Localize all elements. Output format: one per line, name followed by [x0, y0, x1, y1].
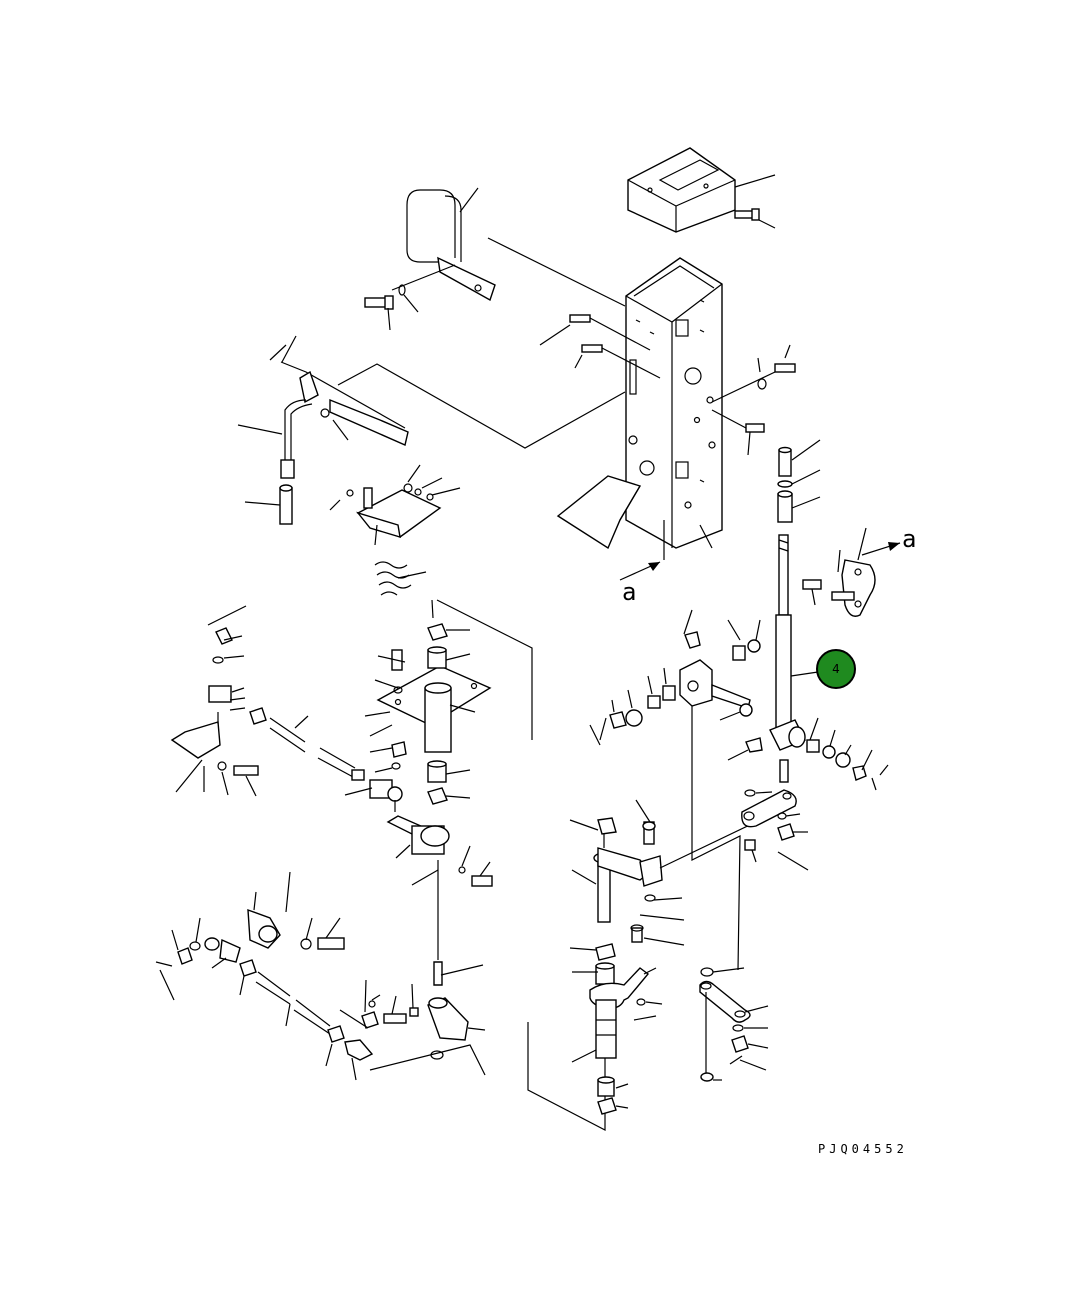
shaft-bushings: [777, 439, 821, 523]
bolt: [734, 208, 776, 229]
lower-center-bracket: [369, 997, 486, 1076]
yoke-block: [679, 609, 763, 780]
center-plate-assembly: [364, 599, 492, 805]
section-label-a: a: [902, 525, 916, 553]
lower-right-crank: [699, 967, 769, 1082]
bolt: [364, 264, 456, 331]
left-lower-rod: [155, 917, 374, 1081]
highlighted-part-callout[interactable]: 4: [790, 649, 856, 689]
washer-stack-mid: [589, 667, 676, 746]
upper-right-crank: [741, 789, 809, 871]
left-lower-clevis: [247, 871, 345, 950]
section-label-a: a: [622, 578, 636, 606]
shaft-cross-tube: [769, 719, 806, 751]
pedal-bracket: [329, 464, 461, 546]
lower-lever-pin: [630, 924, 644, 943]
main-column-frame: [625, 257, 723, 549]
callout-marker[interactable]: [816, 649, 856, 689]
pedal-linkage: [237, 335, 626, 525]
lower-center-shaft: [569, 799, 771, 946]
grab-handle: [406, 187, 496, 302]
return-spring: [374, 561, 427, 596]
left-upper-rod: [170, 605, 365, 797]
mounting-flange: [802, 527, 876, 617]
callout-number: 4: [832, 662, 840, 676]
center-lever-arm: [344, 779, 493, 986]
column-bolts: [539, 314, 796, 456]
section-arrow-a-right: a: [861, 525, 916, 556]
drawing-code: PJQ04552: [818, 1142, 908, 1156]
lower-pedestal: [569, 943, 663, 1115]
lower-center-bolts: [339, 979, 419, 1029]
control-block: [627, 147, 776, 233]
pedal-plate: [556, 475, 642, 550]
lever-small-parts-right: [806, 717, 889, 791]
shift-lever-shaft: [775, 534, 792, 783]
section-arrow-a-left: a: [619, 520, 665, 606]
